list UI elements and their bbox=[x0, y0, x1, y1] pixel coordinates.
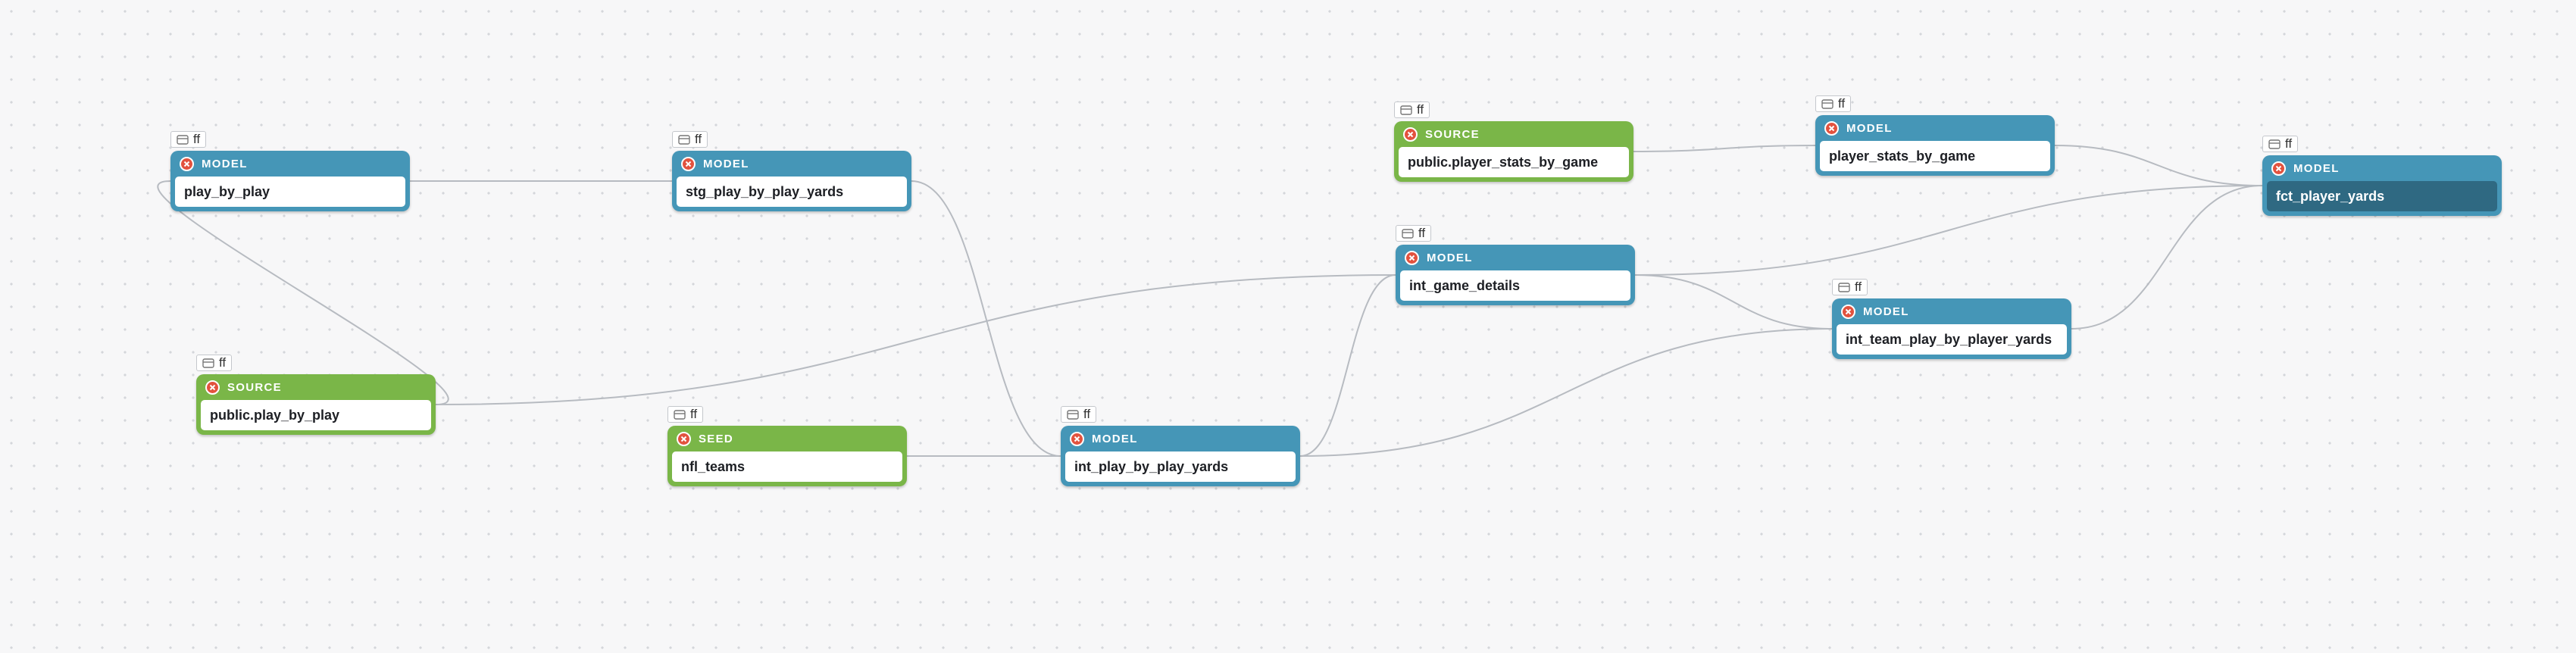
tag-label: ff bbox=[1838, 96, 1846, 111]
tag-icon bbox=[678, 134, 690, 145]
node-int-team-play-by-player-yards[interactable]: ff MODEL int_team_play_by_player_yards bbox=[1832, 279, 2071, 359]
error-x-icon bbox=[180, 156, 194, 171]
tag-label: ff bbox=[1083, 407, 1091, 421]
tag-label: ff bbox=[193, 132, 201, 146]
edge-player_stats_by_game-to-fct_player_yards bbox=[2054, 145, 2263, 186]
node-player-stats-by-game[interactable]: ff MODEL player_stats_by_game bbox=[1815, 95, 2055, 176]
edge-int_play_by_play_yards-to-int_team_play_by_player_yards bbox=[1299, 328, 1833, 457]
node-tag: ff bbox=[196, 355, 233, 371]
node-fct-player-yards[interactable]: ff MODEL fct_player_yards bbox=[2262, 136, 2502, 216]
node-name: stg_play_by_play_yards bbox=[677, 177, 907, 207]
node-tag: ff bbox=[170, 131, 207, 148]
tag-label: ff bbox=[690, 407, 698, 421]
edge-public_player_stats_by_game-to-player_stats_by_game bbox=[1633, 145, 1816, 152]
edge-public_play_by_play-to-int_game_details bbox=[435, 274, 1396, 405]
node-name: int_team_play_by_player_yards bbox=[1837, 324, 2067, 355]
node-type-label: MODEL bbox=[1846, 121, 1893, 135]
tag-label: ff bbox=[1855, 280, 1862, 294]
edge-int_team_play_by_player_yards-to-fct_player_yards bbox=[2071, 185, 2263, 330]
node-tag: ff bbox=[1061, 406, 1097, 423]
node-tag: ff bbox=[1394, 102, 1430, 118]
tag-icon bbox=[1838, 282, 1850, 292]
node-tag: ff bbox=[2262, 136, 2299, 152]
tag-label: ff bbox=[1417, 102, 1424, 117]
node-name: int_play_by_play_yards bbox=[1065, 451, 1296, 482]
node-tag: ff bbox=[672, 131, 708, 148]
node-name: fct_player_yards bbox=[2267, 181, 2497, 211]
tag-icon bbox=[1402, 228, 1414, 239]
node-name: public.play_by_play bbox=[201, 400, 431, 430]
node-tag: ff bbox=[667, 406, 704, 423]
node-nfl-teams[interactable]: ff SEED nfl_teams bbox=[667, 406, 907, 486]
error-x-icon bbox=[1824, 120, 1839, 136]
error-x-icon bbox=[1070, 431, 1084, 446]
error-x-icon bbox=[205, 380, 220, 395]
error-x-icon bbox=[1405, 250, 1419, 265]
node-int-play-by-play-yards[interactable]: ff MODEL int_play_by_play_yards bbox=[1061, 406, 1300, 486]
node-stg-play-by-play-yards[interactable]: ff MODEL stg_play_by_play_yards bbox=[672, 131, 911, 211]
node-tag: ff bbox=[1396, 225, 1432, 242]
node-type-label: MODEL bbox=[2293, 161, 2340, 175]
tag-icon bbox=[1067, 409, 1079, 420]
error-x-icon bbox=[1841, 304, 1855, 319]
tag-label: ff bbox=[2285, 136, 2293, 151]
error-x-icon bbox=[677, 431, 691, 446]
node-type-label: SOURCE bbox=[227, 380, 282, 394]
node-name: player_stats_by_game bbox=[1820, 141, 2050, 171]
tag-icon bbox=[2268, 139, 2281, 149]
node-type-label: MODEL bbox=[703, 157, 749, 170]
node-public-player-stats-by-game[interactable]: ff SOURCE public.player_stats_by_game bbox=[1394, 102, 1633, 182]
node-public-play-by-play[interactable]: ff SOURCE public.play_by_play bbox=[196, 355, 436, 435]
error-x-icon bbox=[1403, 127, 1418, 142]
node-name: play_by_play bbox=[175, 177, 405, 207]
node-type-label: MODEL bbox=[1863, 305, 1909, 318]
node-type-label: MODEL bbox=[202, 157, 248, 170]
edge-int_game_details-to-fct_player_yards bbox=[1634, 185, 2263, 276]
node-type-label: SEED bbox=[699, 432, 734, 445]
edge-int_game_details-to-int_team_play_by_player_yards bbox=[1634, 274, 1833, 330]
edge-int_play_by_play_yards-to-int_game_details bbox=[1299, 274, 1396, 457]
edge-public_play_by_play-to-play_by_play bbox=[157, 180, 449, 405]
tag-label: ff bbox=[1418, 226, 1426, 240]
edge-stg_play_by_play_yards-to-int_play_by_play_yards bbox=[911, 180, 1061, 457]
tag-icon bbox=[674, 409, 686, 420]
tag-label: ff bbox=[219, 355, 227, 370]
node-tag: ff bbox=[1815, 95, 1852, 112]
node-tag: ff bbox=[1832, 279, 1868, 295]
node-type-label: MODEL bbox=[1092, 432, 1138, 445]
node-play-by-play[interactable]: ff MODEL play_by_play bbox=[170, 131, 410, 211]
tag-icon bbox=[1821, 98, 1834, 109]
tag-icon bbox=[202, 358, 214, 368]
node-type-label: MODEL bbox=[1427, 251, 1473, 264]
node-type-label: SOURCE bbox=[1425, 127, 1480, 141]
node-name: int_game_details bbox=[1400, 270, 1630, 301]
tag-label: ff bbox=[695, 132, 702, 146]
node-int-game-details[interactable]: ff MODEL int_game_details bbox=[1396, 225, 1635, 305]
error-x-icon bbox=[2271, 161, 2286, 176]
node-name: public.player_stats_by_game bbox=[1399, 147, 1629, 177]
node-name: nfl_teams bbox=[672, 451, 902, 482]
tag-icon bbox=[1400, 105, 1412, 115]
error-x-icon bbox=[681, 156, 696, 171]
tag-icon bbox=[177, 134, 189, 145]
